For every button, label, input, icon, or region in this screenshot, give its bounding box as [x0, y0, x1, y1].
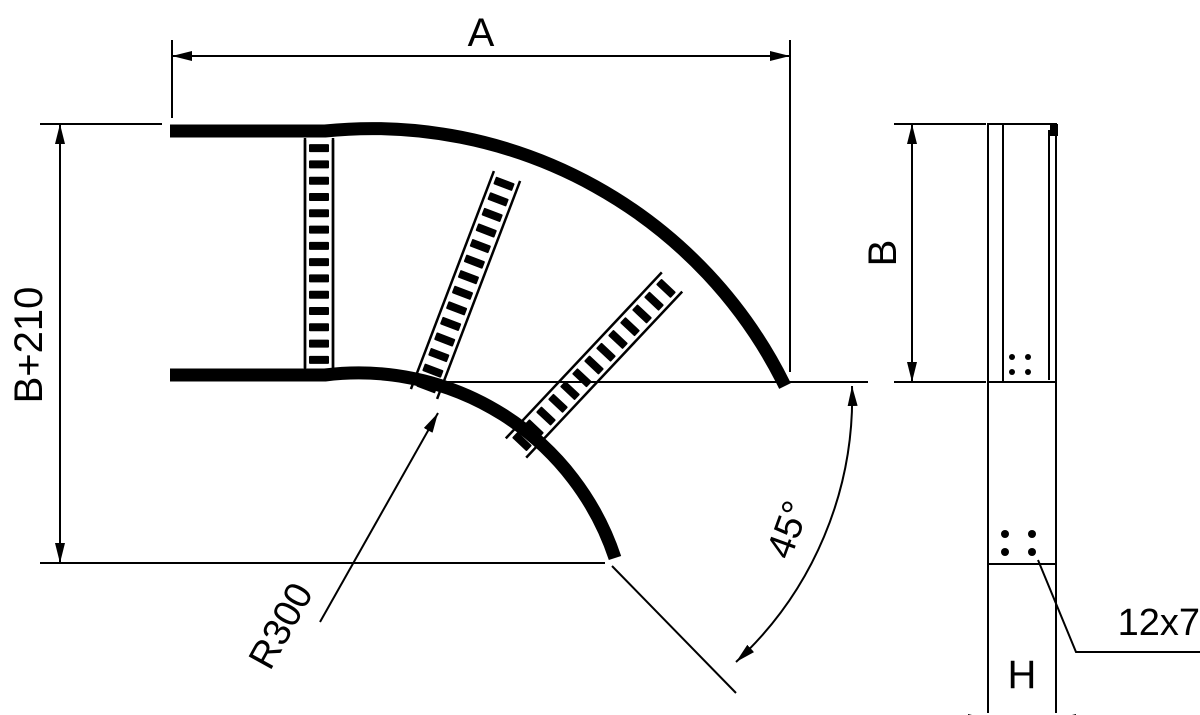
side-view: B H 12x7 [861, 123, 1200, 715]
dimension-a: A [171, 11, 791, 372]
label-r300: R300 [241, 576, 322, 676]
inner-rail [170, 366, 622, 561]
dimension-radius: R300 [241, 412, 439, 676]
label-b210: B+210 [7, 287, 51, 404]
dimension-hole: 12x7 [1037, 559, 1200, 653]
label-h: H [1008, 653, 1037, 697]
label-12x7: 12x7 [1118, 602, 1200, 644]
rung-straight [303, 138, 335, 369]
label-45: 45° [759, 496, 818, 564]
outer-rail [170, 122, 791, 389]
dimension-h: H [968, 564, 1076, 715]
rung-end [504, 271, 684, 459]
rung-middle [409, 170, 522, 400]
dimension-b: B [861, 123, 986, 383]
dimension-angle: 45° [440, 381, 868, 694]
bend-plan-view: A B+210 R300 45° [7, 11, 868, 694]
label-a: A [468, 11, 495, 55]
label-b: B [861, 240, 905, 267]
hole-pattern [1001, 354, 1036, 556]
dimension-b210: B+210 [7, 123, 605, 564]
